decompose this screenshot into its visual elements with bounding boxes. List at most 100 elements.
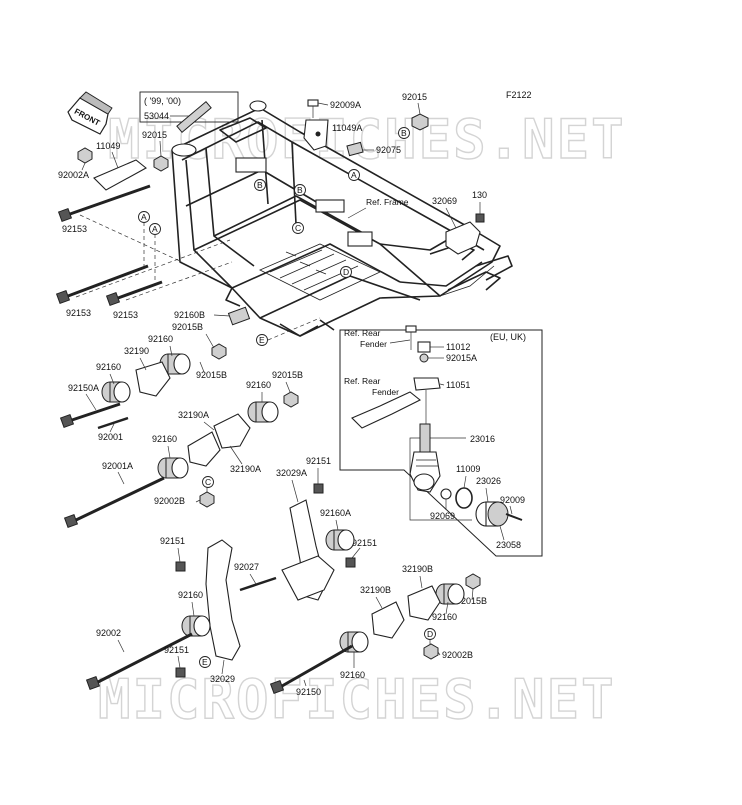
part-92160-f: 92160 bbox=[178, 590, 203, 600]
part-130: 130 bbox=[472, 190, 487, 200]
nut-92015B-d-icon bbox=[465, 573, 481, 590]
part-92002B-a: 92002B bbox=[154, 496, 185, 506]
part-92160B: 92160B bbox=[174, 310, 205, 320]
part-11049A: 11049A bbox=[332, 123, 362, 133]
eu-uk-inset-box bbox=[339, 329, 543, 557]
bracket-11051-icon bbox=[413, 377, 441, 391]
bolt-92153-c-icon bbox=[105, 280, 163, 307]
part-92015B-d: 92015B bbox=[456, 596, 487, 606]
part-92160A: 92160A bbox=[320, 508, 351, 518]
bushing-92160A-icon bbox=[325, 529, 355, 551]
part-92160-c: 92160 bbox=[246, 380, 271, 390]
cushion-92160B-icon bbox=[227, 306, 251, 326]
part-92150: 92150 bbox=[296, 687, 321, 697]
ref-rear-fender-2-line1: Ref. Rear bbox=[344, 376, 381, 386]
nut-92002A-icon bbox=[77, 147, 93, 164]
svg-text:D: D bbox=[427, 629, 433, 639]
bolt-92150A-icon bbox=[59, 402, 121, 429]
part-92002: 92002 bbox=[96, 628, 121, 638]
nut-92015-top-icon bbox=[411, 113, 429, 131]
part-11012: 11012 bbox=[446, 342, 470, 352]
rear-fender-bracket-icon bbox=[351, 391, 422, 429]
screw-92009-icon bbox=[505, 513, 523, 521]
gasket-11009-icon bbox=[455, 487, 473, 509]
part-92015A: 92015A bbox=[446, 353, 477, 363]
nut-92015A-icon bbox=[419, 353, 429, 363]
part-92153-c: 92153 bbox=[113, 310, 138, 320]
bolt-92151-b-icon bbox=[345, 557, 356, 568]
part-53044: 53044 bbox=[144, 111, 169, 121]
pin-53044 bbox=[176, 101, 212, 133]
svg-text:A: A bbox=[351, 170, 357, 180]
nut-92015B-c-icon bbox=[283, 391, 299, 408]
part-11049: 11049 bbox=[96, 141, 120, 151]
nut-92015-left-icon bbox=[153, 155, 169, 172]
screw-top-icon bbox=[405, 325, 417, 333]
svg-text:B: B bbox=[257, 180, 263, 190]
bracket-11049-icon bbox=[93, 159, 147, 191]
part-92015-left: 92015 bbox=[142, 130, 167, 140]
bolt-92150-icon bbox=[269, 644, 353, 695]
nut-92015B-a-icon bbox=[211, 343, 227, 360]
bushing-92160-b-icon bbox=[101, 381, 131, 403]
collar-92027-icon bbox=[239, 576, 277, 592]
part-92160-g: 92160 bbox=[340, 670, 365, 680]
bracket-11049A-icon bbox=[303, 119, 329, 151]
part-92151-d: 92151 bbox=[164, 645, 189, 655]
nut-92002B-a-icon bbox=[199, 491, 215, 508]
bulb-92069-icon bbox=[440, 488, 452, 500]
part-32190: 32190 bbox=[124, 346, 149, 356]
bolt-130-icon bbox=[475, 213, 485, 223]
svg-text:E: E bbox=[259, 335, 265, 345]
part-92160-e: 92160 bbox=[432, 612, 457, 622]
front-arrow-icon: FRONT bbox=[67, 91, 113, 135]
year-note: ( '99, '00) bbox=[144, 96, 181, 106]
lens-23026-icon bbox=[475, 501, 509, 527]
svg-text:C: C bbox=[205, 477, 211, 487]
circle-refs: B A B B A A C D E C E D bbox=[138, 127, 436, 668]
bracket-32190B-a-icon bbox=[407, 585, 441, 621]
part-32190B-a: 32190B bbox=[402, 564, 433, 574]
region-note: (EU, UK) bbox=[490, 332, 526, 342]
bracket-32069-icon bbox=[445, 221, 481, 255]
part-92150A: 92150A bbox=[68, 383, 99, 393]
svg-text:B: B bbox=[401, 128, 407, 138]
part-92160-b: 92160 bbox=[96, 362, 121, 372]
ref-frame: Ref. Frame bbox=[366, 197, 409, 207]
bolt-92153-a-icon bbox=[57, 184, 151, 223]
part-92009A: 92009A bbox=[330, 100, 361, 110]
part-92151-a: 92151 bbox=[306, 456, 331, 466]
bushing-92160-g-icon bbox=[339, 631, 369, 653]
svg-text:A: A bbox=[141, 212, 147, 222]
part-92151-c: 92151 bbox=[160, 536, 185, 546]
part-92160-a: 92160 bbox=[148, 334, 173, 344]
bolt-92001A-icon bbox=[63, 476, 165, 529]
part-92151-b: 92151 bbox=[352, 538, 377, 548]
svg-text:D: D bbox=[343, 267, 349, 277]
part-92027: 92027 bbox=[234, 562, 259, 572]
bushing-92160-e-icon bbox=[435, 583, 465, 605]
part-11009: 11009 bbox=[456, 464, 480, 474]
ref-rear-fender-2-line2: Fender bbox=[372, 387, 399, 397]
arm-32029A-base-icon bbox=[281, 555, 335, 601]
part-92015-top: 92015 bbox=[402, 92, 427, 102]
part-92153-a: 92153 bbox=[62, 224, 87, 234]
bracket-32190A-a-icon bbox=[213, 413, 251, 449]
bushing-92160-d-icon bbox=[157, 457, 189, 479]
part-32029: 32029 bbox=[210, 674, 235, 684]
svg-text:E: E bbox=[202, 657, 208, 667]
part-32029A: 32029A bbox=[276, 468, 307, 478]
part-92160-d: 92160 bbox=[152, 434, 177, 444]
bolt-92151-c-icon bbox=[175, 561, 186, 572]
part-32190A-b: 32190A bbox=[230, 464, 261, 474]
part-92001A: 92001A bbox=[102, 461, 133, 471]
ref-rear-fender-1-line1: Ref. Rear bbox=[344, 328, 381, 338]
part-92001: 92001 bbox=[98, 432, 123, 442]
diagram-code: F2122 bbox=[506, 90, 532, 100]
ref-rear-fender-1-line2: Fender bbox=[360, 339, 387, 349]
nut-92002B-b-icon bbox=[423, 643, 439, 660]
lamp-socket-23016-icon bbox=[409, 423, 441, 493]
part-32069: 32069 bbox=[432, 196, 457, 206]
bushing-92160-f-icon bbox=[181, 615, 211, 637]
